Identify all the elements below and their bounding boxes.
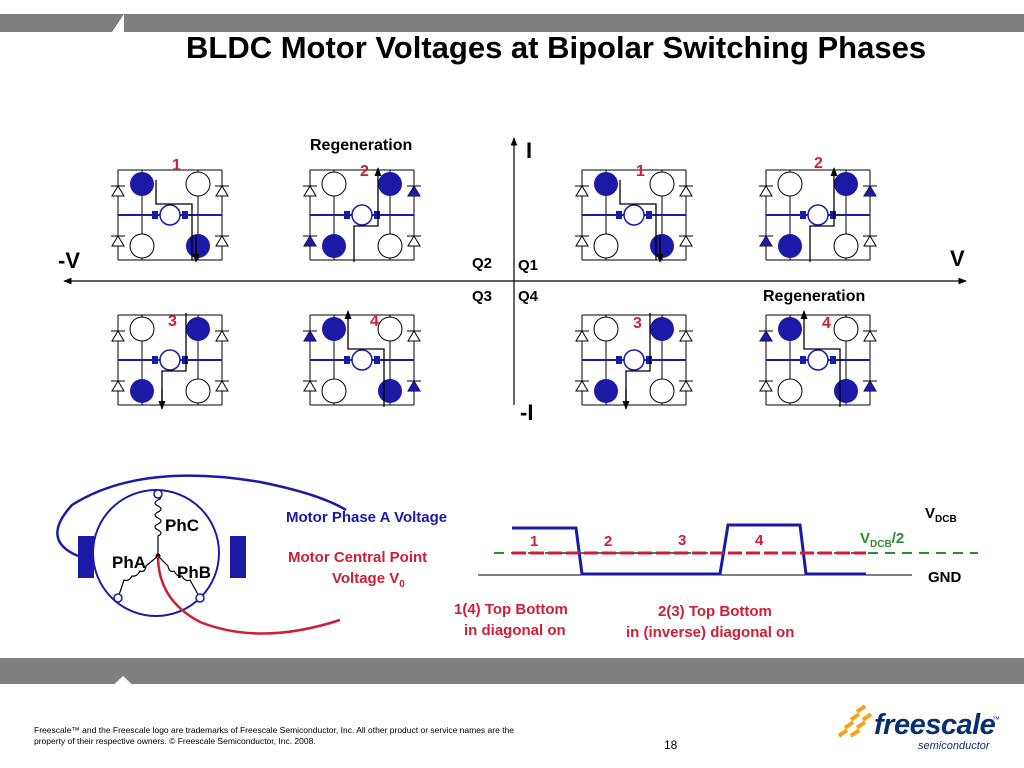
phase-c-label: PhC (165, 516, 199, 535)
top-decor-bar-left (0, 14, 112, 32)
central-point-label-line2: Voltage V0 (332, 570, 405, 590)
regeneration-label-right: Regeneration (763, 288, 865, 305)
axis-label-neg-i: -I (520, 400, 533, 425)
note-inverse-line2: in (inverse) diagonal on (626, 624, 794, 641)
phase-a-voltage-trace (512, 523, 866, 576)
quadrant-q3: Q3 (472, 288, 492, 305)
quadrant-q2: Q2 (472, 255, 492, 272)
phase-number: 1 (530, 533, 538, 550)
phase-a-voltage-label: Motor Phase A Voltage (286, 509, 447, 526)
bridge-q3-1 (110, 313, 230, 410)
phase-number: 3 (678, 532, 686, 549)
note-diagonal-line2: in diagonal on (464, 622, 566, 639)
top-decor-bar-right (124, 14, 1024, 32)
bridge-number: 3 (633, 315, 642, 332)
axis-label-neg-v: -V (58, 248, 80, 273)
brand-name: freescale (874, 709, 996, 741)
phase-b-label: PhB (177, 563, 211, 582)
bridge-q2-1 (110, 169, 230, 263)
freescale-logo-mark (838, 705, 873, 738)
regeneration-label-top: Regeneration (310, 137, 412, 154)
bridge-q4-1 (574, 313, 694, 410)
bridge-number: 1 (172, 157, 181, 174)
page-number: 18 (664, 738, 678, 752)
bottom-decor-notch (108, 676, 138, 690)
quadrant-q1: Q1 (518, 257, 538, 274)
motor-schematic: PhC PhA PhB (56, 474, 347, 635)
bridge-number: 4 (370, 313, 379, 330)
bridge-number: 1 (636, 163, 645, 180)
axis-label-i: I (526, 138, 532, 163)
phase-a-label: PhA (112, 553, 146, 572)
bottom-decor-bar (0, 658, 1024, 684)
note-diagonal-line1: 1(4) Top Bottom (454, 601, 568, 618)
gnd-label: GND (928, 569, 962, 586)
slide-title: BLDC Motor Voltages at Bipolar Switching… (186, 30, 927, 65)
central-point-label-line1: Motor Central Point (288, 549, 427, 566)
phase-number: 4 (755, 532, 764, 549)
bridge-number: 2 (814, 155, 823, 172)
bridge-number: 4 (822, 315, 831, 332)
note-inverse-line1: 2(3) Top Bottom (658, 603, 772, 620)
legal-footer: Freescale™ and the Freescale logo are tr… (34, 725, 515, 746)
freescale-logo: freescale ™ semiconductor (838, 705, 1008, 755)
bridge-number: 3 (168, 313, 177, 330)
quadrant-q4: Q4 (518, 288, 539, 305)
bridge-q1-2 (758, 167, 878, 262)
bridge-q4-2 (758, 310, 878, 407)
vdcb-half-label: VDCB/2 (860, 530, 904, 550)
bridge-q2-2 (302, 167, 422, 262)
top-decor-notch (112, 14, 124, 32)
bridge-q1-1 (574, 169, 694, 263)
phase-number: 2 (604, 533, 612, 550)
bridge-q3-2 (302, 310, 422, 407)
brand-sub: semiconductor (918, 740, 990, 752)
waveform-panel: Motor Phase A Voltage Motor Central Poin… (286, 505, 978, 641)
brand-tm: ™ (992, 715, 1000, 724)
axis-label-v: V (950, 246, 965, 271)
bridge-number: 2 (360, 163, 369, 180)
vdcb-label: VDCB (925, 505, 957, 525)
